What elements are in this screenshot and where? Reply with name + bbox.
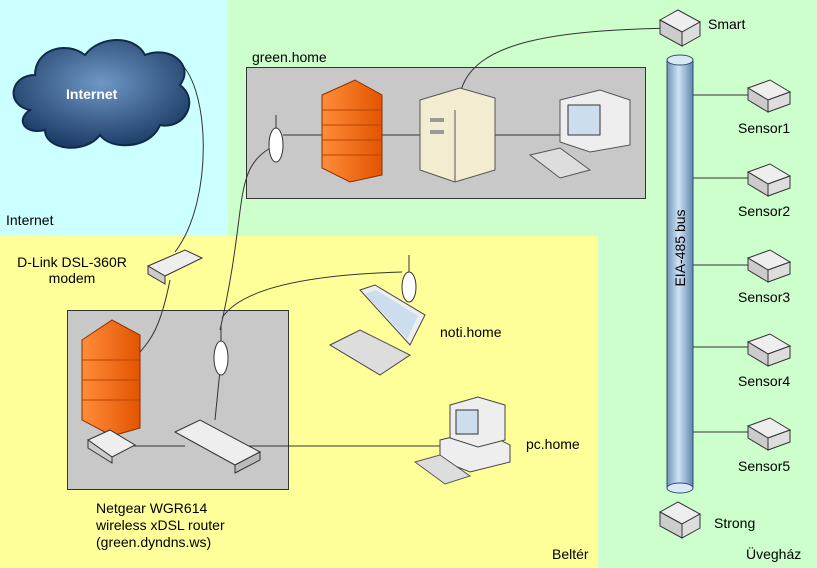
modem-label-line2: modem (48, 270, 96, 286)
server-icon (419, 87, 496, 183)
sensor-icon (658, 501, 702, 539)
noti-label: noti.home (440, 324, 502, 340)
keyboard-icon (528, 147, 592, 179)
internet-zone-label: Internet (6, 212, 54, 228)
sensor-label: Sensor3 (738, 289, 791, 305)
smart-label: Smart (708, 16, 746, 32)
firewall-icon (321, 79, 383, 183)
sensor-icon (746, 163, 792, 197)
sensor-label: Sensor4 (738, 373, 791, 389)
antenna-icon (268, 115, 284, 163)
router-label: Netgear WGR614 wireless xDSL router (gre… (96, 500, 225, 551)
keyboard-icon (413, 454, 472, 485)
bus-label: EIA-485 bus (672, 209, 688, 287)
sensor-icon (746, 79, 792, 113)
router-label-line3: (green.dyndns.ws) (96, 534, 212, 550)
modem-label: D-Link DSL-360R modem (10, 254, 134, 286)
monitor-icon (559, 89, 631, 153)
antenna-icon (401, 255, 417, 303)
cloud-icon (12, 39, 191, 149)
sensor-label: Sensor5 (738, 458, 791, 474)
router-label-line1: Netgear WGR614 (96, 500, 208, 516)
sensor-icon (746, 249, 792, 283)
pc-label: pc.home (526, 436, 580, 452)
sensor-icon (746, 333, 792, 367)
antenna-icon (213, 326, 229, 376)
sensor-label: Sensor1 (738, 120, 791, 136)
modem-icon (146, 249, 204, 285)
sensor-label: Sensor2 (738, 203, 791, 219)
router-icon (87, 429, 137, 464)
firewall-icon (81, 319, 141, 437)
belter-zone-label: Beltér (552, 546, 589, 562)
uveghaz-zone-label: Üveghá­z (746, 546, 802, 562)
sensor-icon (658, 9, 702, 47)
sensor-icon (746, 417, 792, 451)
switch-icon (173, 419, 262, 474)
uveghaz-zone-lower (598, 236, 817, 568)
laptop-icon (328, 284, 426, 376)
cloud-label: Internet (66, 86, 118, 102)
connection-lines (111, 27, 748, 447)
green-home-label: green.home (252, 49, 327, 65)
strong-label: Strong (714, 515, 756, 531)
router-label-line2: wireless xDSL router (96, 517, 225, 533)
modem-label-line1: D-Link DSL-360R (17, 254, 127, 270)
bus-pipe-icon (666, 54, 694, 494)
desktop-pc-icon (439, 396, 511, 473)
